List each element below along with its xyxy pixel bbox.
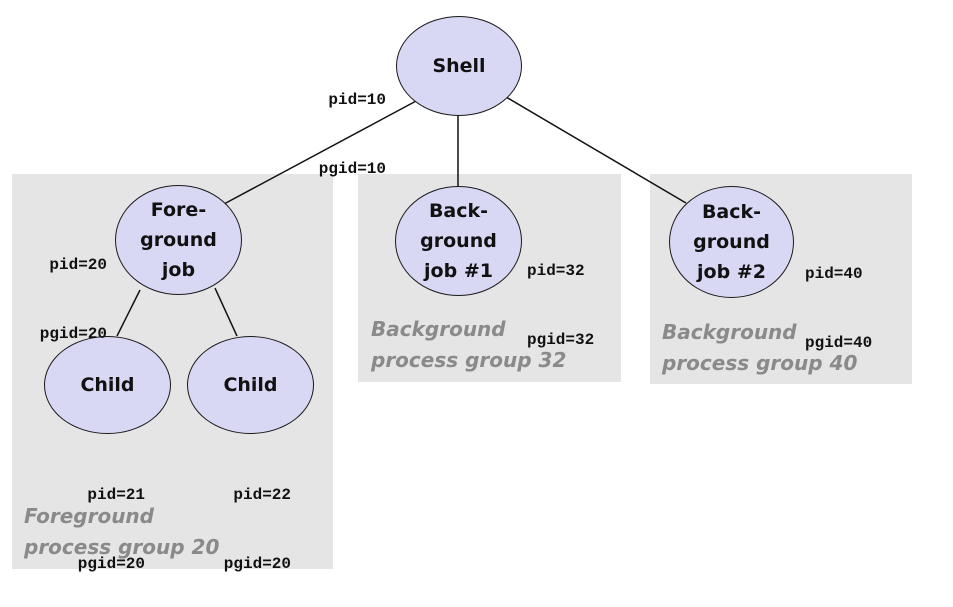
background-job-2-id-label: pid=40 pgid=40 xyxy=(805,217,872,401)
shell-pid: pid=10 xyxy=(328,91,386,109)
background-job-2-node: Back- ground job #2 xyxy=(669,186,794,298)
child-1-pgid: pgid=20 xyxy=(77,555,145,573)
background-job-1-pid: pid=32 xyxy=(527,262,585,280)
foreground-job-pid: pid=20 xyxy=(49,256,107,274)
child-1-node: Child xyxy=(44,336,171,434)
child-1-id-label: pid=21 pgid=20 xyxy=(40,438,145,607)
background-job-1-id-label: pid=32 pgid=32 xyxy=(527,214,594,398)
edge-foreground-child-1 xyxy=(116,289,141,337)
child-1-pid: pid=21 xyxy=(87,486,145,504)
child-2-pid: pid=22 xyxy=(233,486,291,504)
background-job-2-pid: pid=40 xyxy=(805,265,863,283)
background-process-group-40-label: Background process group 40 xyxy=(662,320,858,375)
shell-pgid: pgid=10 xyxy=(318,160,386,178)
child-2-node: Child xyxy=(187,336,314,434)
child-2-pgid: pgid=20 xyxy=(223,555,291,573)
background-job-2-pgid: pgid=40 xyxy=(805,334,873,352)
foreground-process-group-label: Foreground process group 20 xyxy=(24,504,220,559)
shell-id-label: pid=10 pgid=10 xyxy=(280,43,386,227)
background-job-1-pgid: pgid=32 xyxy=(527,331,595,349)
edge-shell-background-2 xyxy=(505,96,687,204)
foreground-job-id-label: pid=20 pgid=20 xyxy=(0,208,107,392)
foreground-job-pgid: pgid=20 xyxy=(39,325,107,343)
foreground-job-node: Fore- ground job xyxy=(115,185,242,295)
child-2-id-label: pid=22 pgid=20 xyxy=(185,438,291,607)
shell-node: Shell xyxy=(396,16,522,116)
background-job-1-node: Back- ground job #1 xyxy=(395,186,522,296)
edge-shell-foreground xyxy=(223,99,419,205)
edge-foreground-child-2 xyxy=(214,287,238,337)
background-process-group-32-label: Background process group 32 xyxy=(371,317,567,372)
